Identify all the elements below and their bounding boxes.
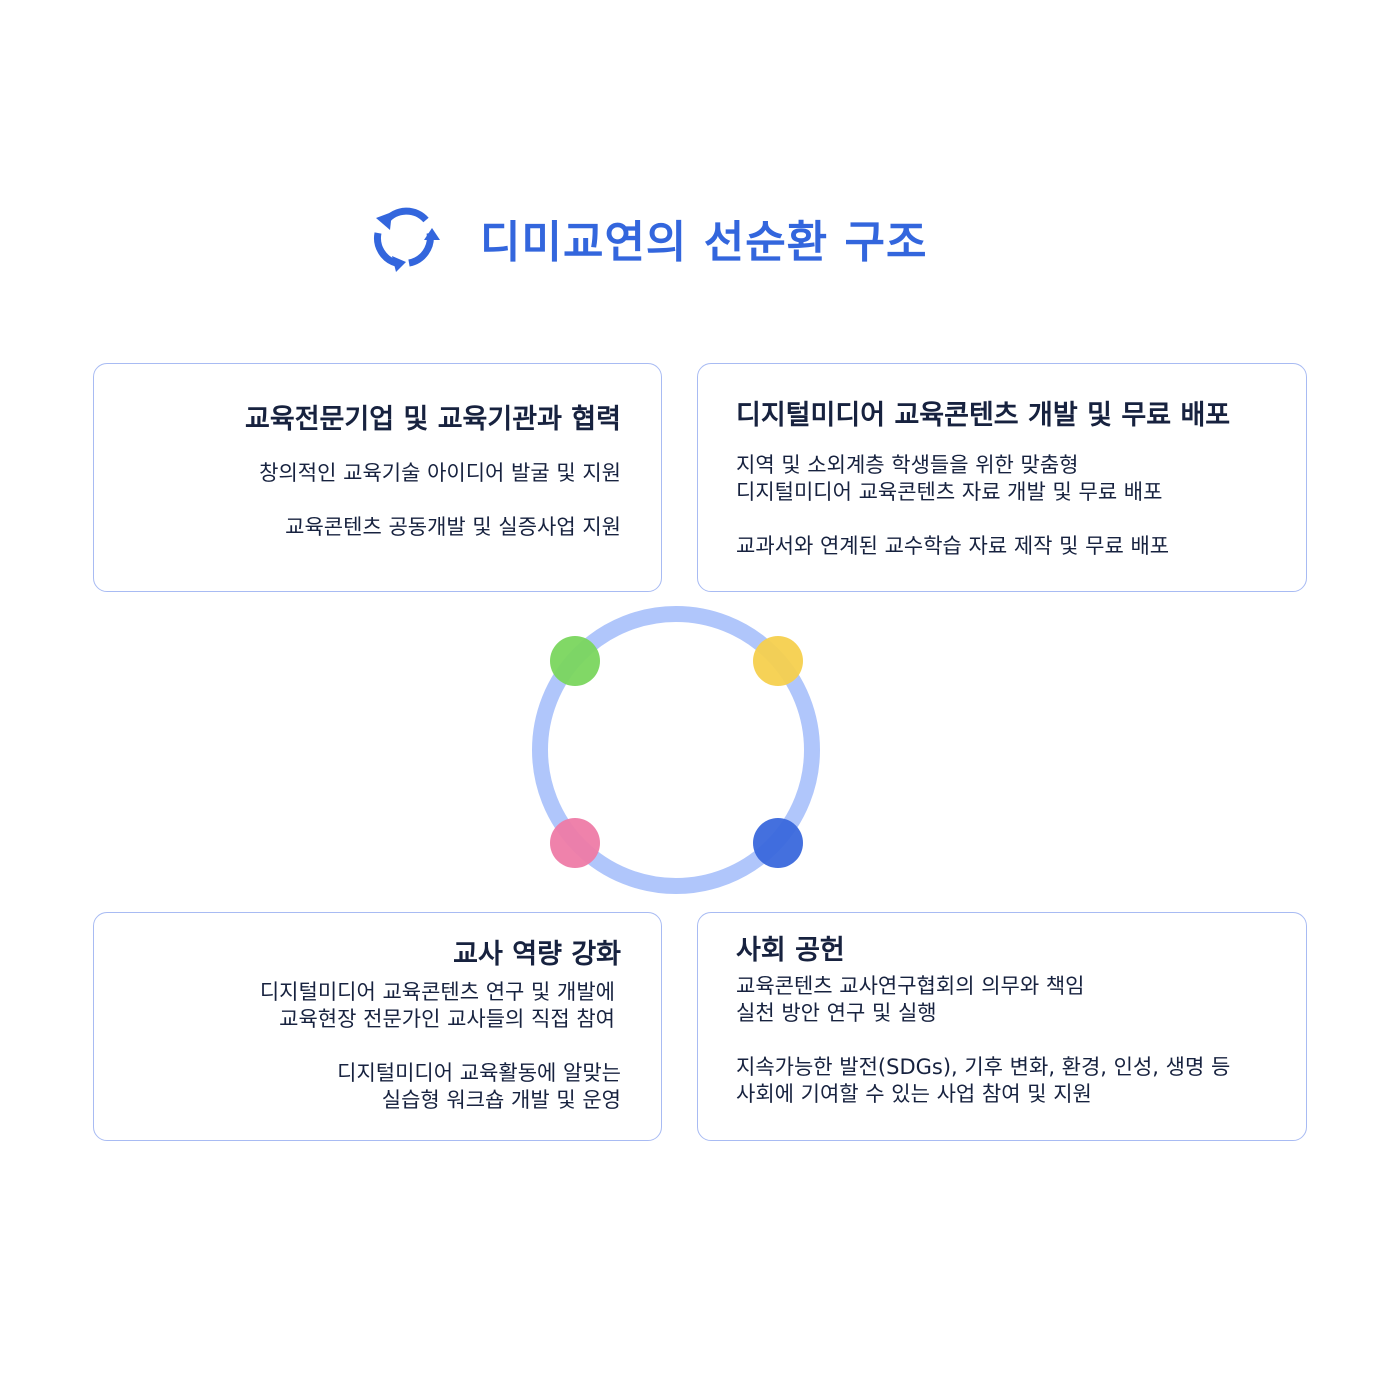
cycle-diagram [532,606,820,894]
cycle-dot-green [550,636,600,686]
card-title: 사회 공헌 [736,935,845,966]
card-title: 디지털미디어 교육콘텐츠 개발 및 무료 배포 [736,400,1231,431]
card-item: 창의적인 교육기술 아이디어 발굴 및 지원 [259,461,621,485]
card-item: 디지털미디어 교육활동에 알맞는 실습형 워크숍 개발 및 운영 [337,1061,621,1112]
card-title: 교사 역량 강화 [453,939,621,970]
card-teacher-capacity: 교사 역량 강화 디지털미디어 교육콘텐츠 연구 및 개발에 교육현장 전문가인… [93,912,662,1141]
card-item: 교육콘텐츠 교사연구협회의 의무와 책임 실천 방안 연구 및 실행 [736,974,1085,1025]
header: 디미교연의 선순환 구조 [366,200,927,276]
cycle-dot-blue [753,818,803,868]
card-title: 교육전문기업 및 교육기관과 협력 [245,404,621,435]
page-title: 디미교연의 선순환 구조 [480,217,928,268]
card-item: 교과서와 연계된 교수학습 자료 제작 및 무료 배포 [736,534,1170,558]
card-partnership: 교육전문기업 및 교육기관과 협력 창의적인 교육기술 아이디어 발굴 및 지원… [93,363,662,592]
card-content-distribution: 디지털미디어 교육콘텐츠 개발 및 무료 배포 지역 및 소외계층 학생들을 위… [697,363,1307,592]
card-item: 지속가능한 발전(SDGs), 기후 변화, 환경, 인성, 생명 등 사회에 … [736,1055,1231,1106]
card-item: 지역 및 소외계층 학생들을 위한 맞춤형 디지털미디어 교육콘텐츠 자료 개발… [736,453,1163,504]
cycle-dot-pink [550,818,600,868]
cycle-dot-yellow [753,636,803,686]
cycle-ring [532,606,820,894]
card-social-contribution: 사회 공헌 교육콘텐츠 교사연구협회의 의무와 책임 실천 방안 연구 및 실행… [697,912,1307,1141]
refresh-cycle-icon [374,207,440,272]
card-item: 디지털미디어 교육콘텐츠 연구 및 개발에 교육현장 전문가인 교사들의 직접 … [259,980,615,1031]
card-item: 교육콘텐츠 공동개발 및 실증사업 지원 [285,515,621,539]
